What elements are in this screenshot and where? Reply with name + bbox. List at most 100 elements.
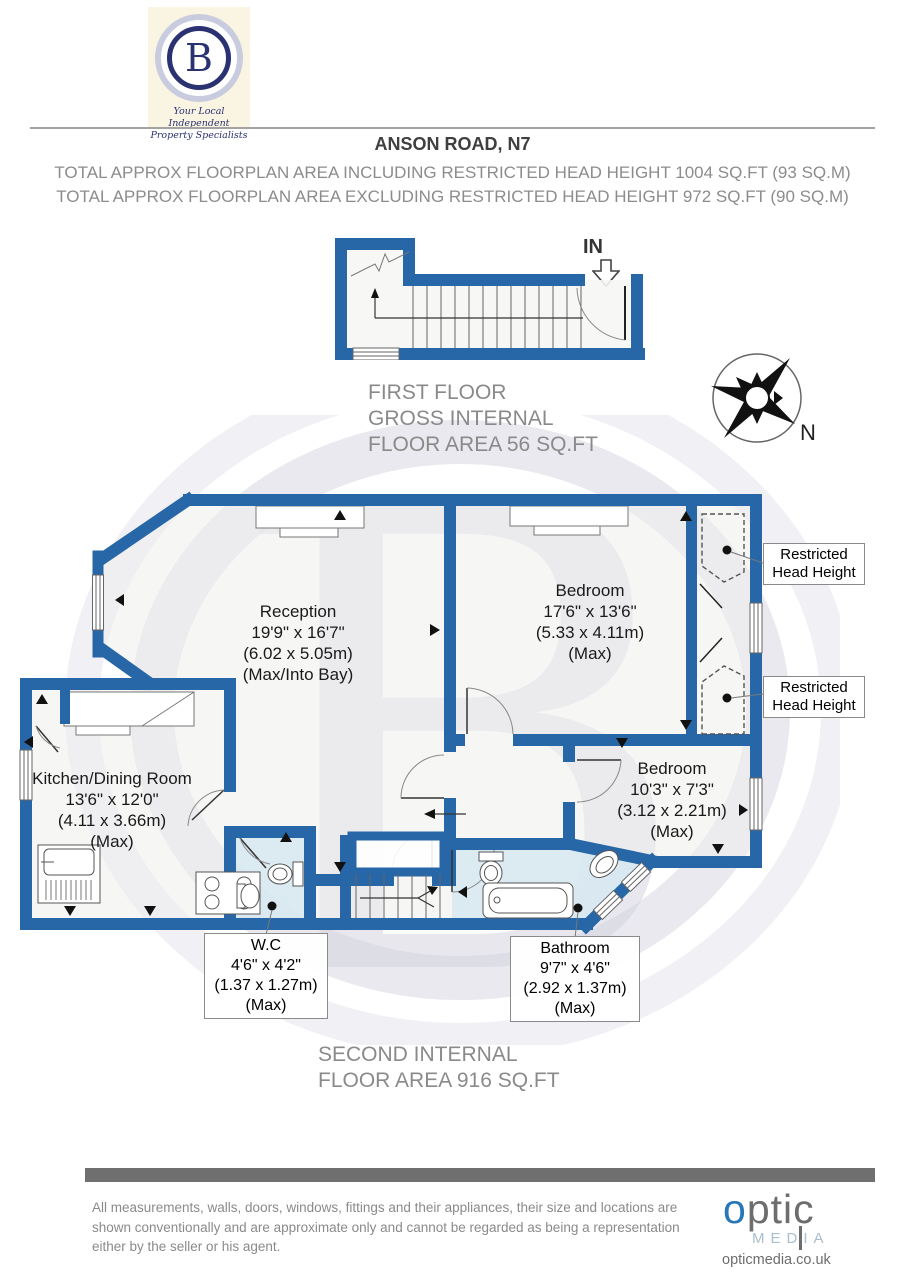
disclaimer-text: All measurements, walls, doors, windows,… [92, 1198, 792, 1257]
bathroom-bay-window-1 [620, 861, 652, 893]
wc-toilet [267, 861, 304, 887]
entrance-door [576, 286, 626, 341]
restricted-lower-line2: Head Height [772, 697, 856, 714]
logo-inner-ring-icon: B [167, 26, 231, 90]
reception-qualifier: (Max/Into Bay) [242, 665, 354, 684]
second-floor-caption-line2: FLOOR AREA 916 SQ.FT [318, 1069, 560, 1092]
bedroom1-dims-imperial: 17'6" x 13'6" [543, 602, 637, 621]
restricted-dot-lower [722, 693, 732, 703]
kitchen-dims-metric: (4.11 x 3.66m) [57, 811, 167, 830]
stairs-break-line [350, 251, 410, 277]
restricted-dot-upper [722, 545, 732, 555]
second-floor-caption: SECOND INTERNAL FLOOR AREA 916 SQ.FT [318, 1042, 560, 1094]
second-floor-plan [19, 491, 764, 939]
restricted-head-height-label-lower: Restricted Head Height [763, 676, 865, 718]
bathroom-bay-window-2 [592, 889, 624, 921]
wc-dims-metric: (1.37 x 1.27m) [214, 977, 318, 994]
bedroom2-window [749, 777, 763, 831]
second-floor-stairs [347, 809, 466, 918]
bathroom-dims-imperial: 9'7" x 4'6" [540, 960, 610, 977]
logo-tagline-line2: Property Specialists [150, 130, 248, 141]
first-floor-caption: FIRST FLOOR GROSS INTERNAL FLOOR AREA 56… [368, 380, 598, 458]
entrance-arrow-icon [592, 259, 620, 287]
wc-dims-imperial: 4'6" x 4'2" [231, 957, 301, 974]
room-label-bathroom: Bathroom 9'7" x 4'6" (2.92 x 1.37m) (Max… [510, 936, 640, 1022]
bedroom2-dims-imperial: 10'3" x 7'3" [630, 780, 714, 799]
header-divider [30, 127, 875, 129]
reception-alcove [255, 505, 365, 538]
first-floor-caption-line2: GROSS INTERNAL [368, 407, 554, 430]
entrance-in-label: IN [583, 236, 603, 258]
disclaimer-line3: either by the seller or his agent. [92, 1239, 281, 1254]
bay-window [92, 574, 104, 631]
total-area-including: TOTAL APPROX FLOORPLAN AREA INCLUDING RE… [54, 163, 851, 182]
bedroom1-dims-metric: (5.33 x 4.11m) [535, 623, 645, 642]
disclaimer-line2: shown conventionally and are approximate… [92, 1219, 680, 1235]
optic-logo-t-descender [799, 1226, 802, 1250]
stairs-split-arrow [360, 886, 438, 908]
optic-logo-ptic: ptic [746, 1186, 815, 1232]
bathroom-dims-metric: (2.92 x 1.37m) [523, 980, 627, 997]
kitchen-dims-imperial: 13'6" x 12'0" [65, 790, 159, 809]
optic-logo-o: o [723, 1186, 747, 1232]
first-floor-plan [335, 238, 645, 360]
bedroom2-dims-metric: (3.12 x 2.21m) [617, 801, 727, 820]
bathroom-qualifier: (Max) [554, 1000, 596, 1017]
bedroom1-name: Bedroom [555, 581, 625, 600]
first-floor-window [352, 347, 400, 360]
bathroom-basin [589, 850, 619, 878]
restricted-lower-line1: Restricted [780, 679, 848, 696]
bedroom1-door [466, 687, 514, 735]
first-floor-floor [341, 244, 637, 354]
restricted-upper-line1: Restricted [780, 546, 848, 563]
bedroom1-window [749, 602, 763, 654]
optic-media-word: MEDIA [752, 1230, 830, 1247]
wc-basin [236, 883, 260, 909]
restricted-upper-line2: Head Height [772, 564, 856, 581]
first-floor-walls [335, 238, 645, 360]
room-label-bedroom1: Bedroom 17'6" x 13'6" (5.33 x 4.11m) (Ma… [500, 580, 680, 664]
logo-outer-ring-icon: B [155, 14, 243, 102]
footer-divider-bar [85, 1168, 875, 1182]
hall-arrow [424, 809, 466, 819]
restricted-head-height-label-upper: Restricted Head Height [763, 543, 865, 585]
room-label-wc: W.C 4'6" x 4'2" (1.37 x 1.27m) (Max) [204, 933, 328, 1019]
logo-letter: B [185, 36, 213, 80]
optic-media-url: opticmedia.co.uk [722, 1252, 831, 1268]
first-floor-caption-line1: FIRST FLOOR [368, 381, 507, 404]
wc-qualifier: (Max) [245, 997, 287, 1014]
page-title: ANSON ROAD, N7 [374, 134, 531, 154]
room-label-reception: Reception 19'9" x 16'7" (6.02 x 5.05m) (… [208, 601, 388, 685]
restricted-closets [699, 513, 745, 735]
compass-north-label: N [800, 420, 816, 445]
windows [19, 574, 763, 921]
bathroom-name: Bathroom [540, 940, 610, 957]
wc-door [239, 837, 271, 869]
total-area-excluding: TOTAL APPROX FLOORPLAN AREA EXCLUDING RE… [56, 187, 849, 206]
bathroom-toilet [478, 851, 504, 886]
logo-tagline-line1: Your Local Independent [168, 106, 230, 129]
room-label-bedroom2: Bedroom 10'3" x 7'3" (3.12 x 2.21m) (Max… [582, 758, 762, 842]
bedroom2-door [576, 759, 622, 803]
first-floor-caption-line3: FLOOR AREA 56 SQ.FT [368, 433, 598, 456]
agency-logo: B Your Local Independent Property Specia… [148, 7, 250, 141]
bathroom-bath [482, 882, 574, 919]
reception-name: Reception [259, 602, 337, 621]
wc-dot [267, 901, 277, 911]
bedroom2-qualifier: (Max) [650, 822, 694, 841]
kitchen-counter [63, 691, 195, 736]
compass-icon: N [711, 353, 816, 445]
kitchen-name: Kitchen/Dining Room [32, 769, 192, 788]
reception-door [400, 754, 445, 799]
bathroom-dot [573, 903, 583, 913]
bedroom2-name: Bedroom [637, 759, 707, 778]
stairs-direction-arrow [371, 288, 583, 319]
second-floor-caption-line1: SECOND INTERNAL [318, 1043, 518, 1066]
kitchen-hall-door [187, 789, 225, 827]
kitchen-entry-door [35, 725, 61, 753]
first-floor-stairs [412, 286, 582, 348]
bedroom1-qualifier: (Max) [568, 644, 612, 663]
reception-dims-imperial: 19'9" x 16'7" [251, 623, 345, 642]
room-label-kitchen: Kitchen/Dining Room 13'6" x 12'0" (4.11 … [22, 768, 202, 852]
